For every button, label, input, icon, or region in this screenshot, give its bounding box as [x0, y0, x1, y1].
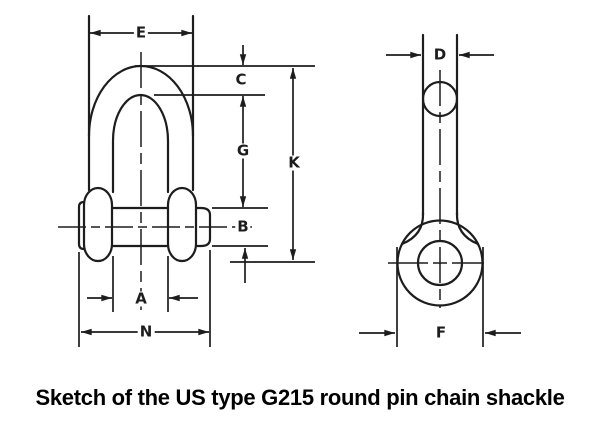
dim-label-E: E — [133, 23, 149, 42]
side-view-dimensions — [359, 51, 521, 347]
figure-caption: Sketch of the US type G215 round pin cha… — [35, 385, 565, 410]
side-view — [388, 33, 484, 308]
dim-label-A: A — [133, 289, 149, 308]
front-view-dimensions — [78, 29, 315, 347]
shackle-technical-drawing — [58, 14, 521, 347]
front-view — [58, 14, 252, 310]
dim-label-K: K — [286, 153, 302, 172]
right-flare-curve — [455, 211, 480, 246]
right-eye — [166, 186, 198, 263]
dim-label-F: F — [433, 323, 449, 342]
dim-label-B: B — [235, 217, 251, 236]
left-flare-curve — [400, 211, 425, 246]
dim-label-D: D — [431, 45, 449, 64]
dim-label-G: G — [234, 141, 252, 160]
dim-label-N: N — [137, 322, 155, 341]
dim-label-C: C — [233, 70, 249, 89]
left-eye — [82, 186, 114, 263]
